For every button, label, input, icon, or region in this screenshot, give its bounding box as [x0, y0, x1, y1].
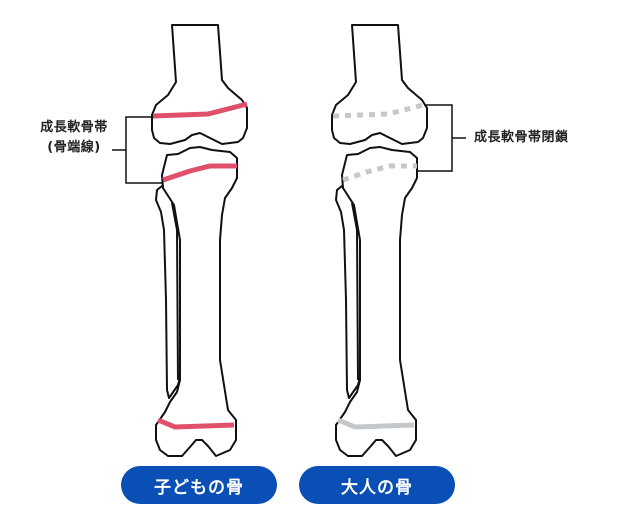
child-bone-badge: 子どもの骨 [121, 466, 277, 504]
ankle-growth-plate-open [157, 417, 235, 430]
growth-plate-label: 成長軟骨帯 (骨端線) [24, 118, 124, 158]
growth-plate-label-line1: 成長軟骨帯 [40, 120, 108, 135]
adult-bone-illustration [331, 24, 428, 457]
growth-plate-label-line2: (骨端線) [47, 140, 101, 155]
tibia-growth-plate-closed [342, 163, 417, 183]
growth-plate-closed-label: 成長軟骨帯閉鎖 [474, 130, 569, 145]
child-bracket [112, 116, 163, 184]
adult-bracket [416, 104, 466, 172]
child-bone-illustration [151, 24, 248, 457]
tibia-growth-plate-open [162, 163, 237, 183]
adult-bone-badge: 大人の骨 [299, 466, 455, 504]
femur-growth-plate-open [152, 101, 248, 119]
ankle-growth-plate-closed [337, 417, 415, 430]
